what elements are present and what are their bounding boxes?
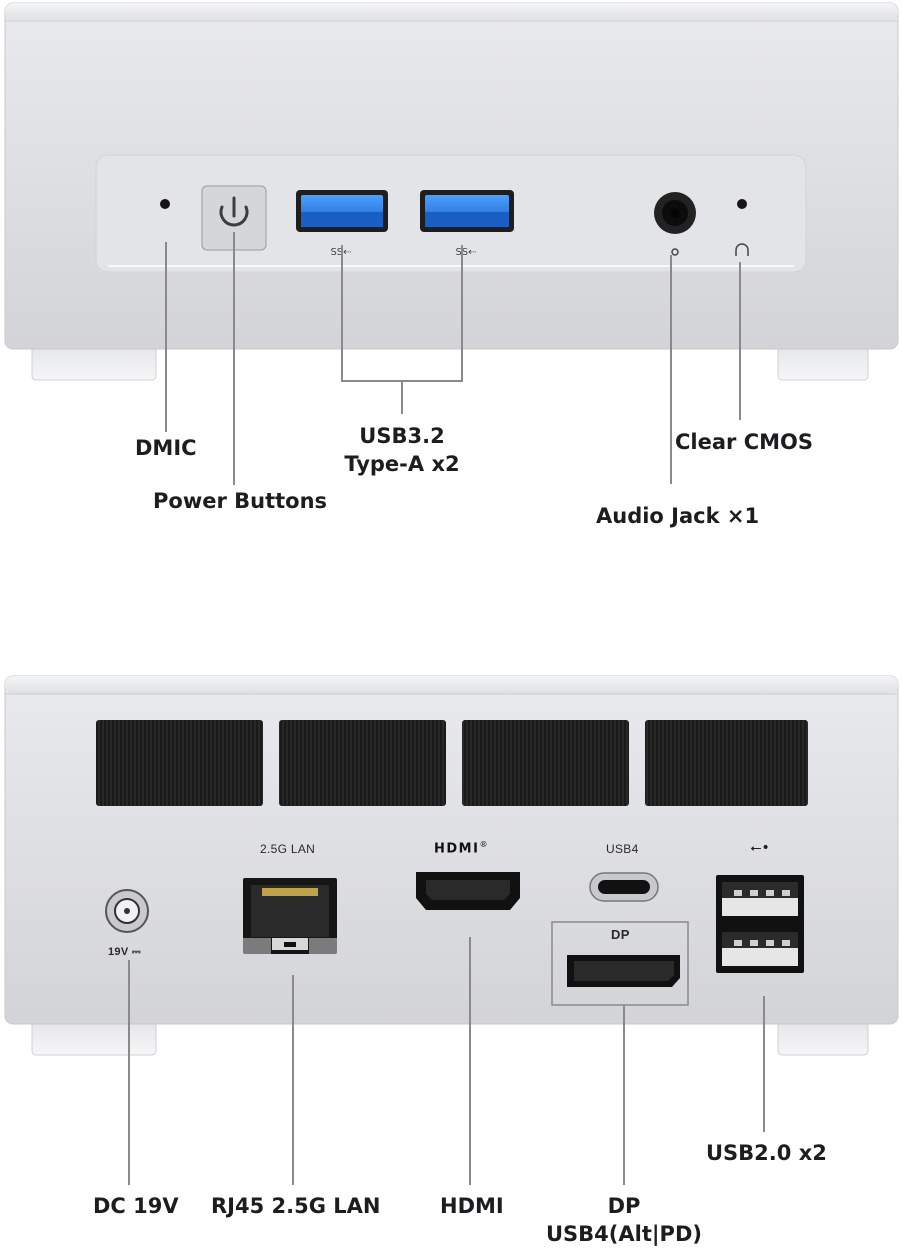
panel-text-usb4: USB4 (606, 842, 639, 856)
usb4-port-icon (589, 872, 659, 902)
usb-symbol-icon: ⭠• (750, 840, 769, 856)
dp-bracket-frame (551, 921, 689, 1006)
vent-2 (279, 720, 446, 806)
front-device: SS⇠ SS⇠ (4, 2, 899, 381)
label-dp-line2: USB4(Alt|PD) (546, 1222, 702, 1247)
rear-leader-lines (128, 937, 765, 1185)
label-rj45-lan: RJ45 2.5G LAN (211, 1194, 381, 1218)
label-usb32-line2: Type-A x2 (344, 452, 460, 477)
label-dp-line1: DP (607, 1194, 641, 1218)
label-usb32: USB3.2 Type-A x2 (342, 422, 462, 479)
vent-1 (96, 720, 263, 806)
panel-text-dc: 19V ⎓ (108, 946, 141, 958)
label-hdmi: HDMI (440, 1194, 504, 1218)
panel-text-lan: 2.5G LAN (260, 842, 316, 856)
label-usb20: USB2.0 x2 (706, 1141, 827, 1165)
panel-text-dp: DP (611, 927, 630, 942)
label-power-buttons: Power Buttons (153, 489, 328, 513)
vent-4 (645, 720, 808, 806)
hdmi-port-icon (416, 872, 520, 910)
svg-text:SS⇠: SS⇠ (455, 247, 477, 258)
label-dc-19v: DC 19V (93, 1194, 179, 1218)
rear-device: ⭠• (4, 675, 899, 1056)
label-audio-jack: Audio Jack ×1 (596, 504, 760, 528)
vent-3 (462, 720, 629, 806)
front-top-lip (5, 3, 898, 21)
panel-text-hdmi-logo: HDMI® (434, 840, 488, 857)
usb3-port-2-icon: SS⇠ (420, 190, 514, 258)
power-button-icon (201, 185, 267, 251)
rear-top-lip (5, 676, 898, 694)
label-dmic: DMIC (135, 436, 197, 460)
label-clear-cmos: Clear CMOS (675, 430, 813, 454)
audio-jack-icon (654, 192, 696, 256)
rj45-port-icon (243, 878, 337, 954)
front-leader-lines (165, 232, 741, 485)
label-usb32-line1: USB3.2 (359, 424, 445, 448)
dc-jack-icon (105, 889, 149, 933)
usb2-ports-icon (716, 875, 804, 973)
displayport-port-icon (567, 955, 680, 987)
clear-cmos-icon (735, 199, 749, 256)
dmic-hole-icon (160, 199, 170, 209)
label-dp-usb4: DP USB4(Alt|PD) (544, 1192, 704, 1249)
